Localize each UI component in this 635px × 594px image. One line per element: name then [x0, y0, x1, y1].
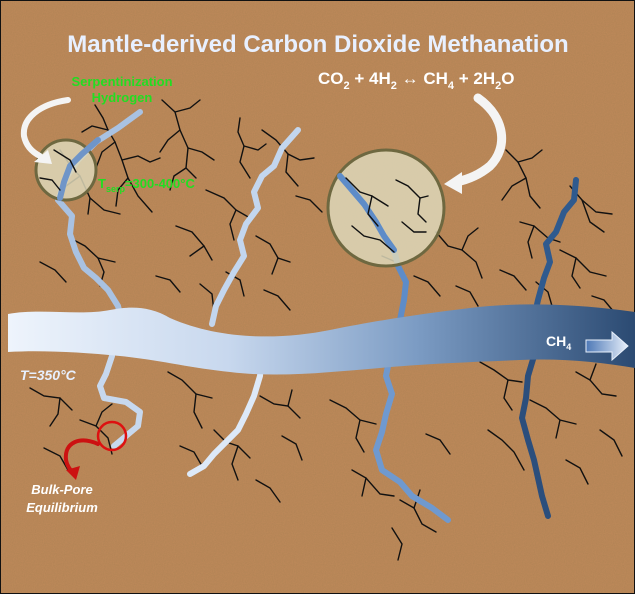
diagram-title: Mantle-derived Carbon Dioxide Methanatio…	[67, 31, 568, 58]
zoom-circle-large	[328, 150, 444, 266]
serpentinization-label-line2: Hydrogen	[92, 90, 153, 105]
bulk-pore-label-line1: Bulk-Pore	[31, 482, 92, 497]
serpentinization-label-line1: Serpentinization	[71, 74, 172, 89]
bulk-pore-label-line2: Equilibrium	[26, 500, 98, 515]
main-temperature-label: T=350°C	[20, 367, 77, 383]
